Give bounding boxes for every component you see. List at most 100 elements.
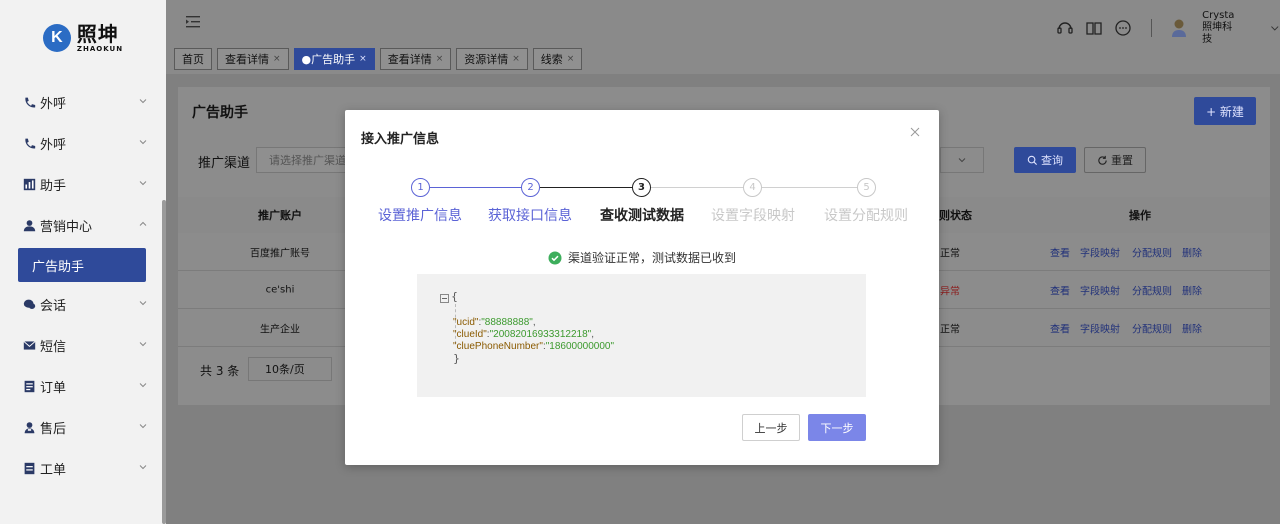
- step-4-circle: 4: [743, 178, 762, 197]
- assign-rule-link[interactable]: 分配规则: [1132, 286, 1172, 297]
- account-cell: 生产企业: [260, 324, 300, 335]
- prev-step-button[interactable]: 上一步: [742, 414, 800, 441]
- brand-logo: K 照坤 ZHAOKUN: [0, 0, 166, 76]
- sidebar-item-ad-assistant[interactable]: 广告助手: [18, 248, 146, 282]
- step-4-label: 设置字段映射: [711, 208, 795, 224]
- tab-home[interactable]: 首页: [174, 48, 212, 70]
- chevron-down-icon: [139, 383, 147, 388]
- chevron-down-icon: [139, 301, 147, 306]
- json-line: "ucid":"88888888",: [453, 317, 536, 328]
- tab-view-details-1[interactable]: 查看详情×: [217, 48, 289, 70]
- close-icon[interactable]: [909, 126, 921, 138]
- assign-rule-link[interactable]: 分配规则: [1132, 248, 1172, 259]
- message-icon[interactable]: [1112, 17, 1133, 39]
- assign-rule-link[interactable]: 分配规则: [1132, 324, 1172, 335]
- header-actions: Crysta 照坤科技: [1054, 10, 1280, 46]
- chat-icon: [22, 298, 36, 312]
- sidebar-item-label: 外呼: [40, 97, 67, 112]
- steps: 1 2 3 4 5 设置推广信息 获取接口信息 查收测试数据 设置字段映射 设置…: [345, 178, 939, 228]
- sidebar-item-marketing[interactable]: 营销中心: [0, 205, 166, 246]
- col-ops: 操作: [1129, 209, 1151, 222]
- field-mapping-link[interactable]: 字段映射: [1080, 248, 1120, 259]
- sidebar-item-assistant[interactable]: 助手: [0, 164, 166, 205]
- user-info[interactable]: Crysta 照坤科技: [1202, 10, 1240, 46]
- tab-close-icon[interactable]: ×: [512, 54, 520, 64]
- delete-link[interactable]: 删除: [1182, 286, 1202, 297]
- verify-message: 渠道验证正常，测试数据已收到: [345, 249, 939, 266]
- mail-icon: [22, 339, 36, 353]
- tab-resource-details[interactable]: 资源详情×: [456, 48, 528, 70]
- field-mapping-link[interactable]: 字段映射: [1080, 286, 1120, 297]
- sidebar-item-after-sales[interactable]: 售后: [0, 407, 166, 448]
- phone-icon: [22, 137, 36, 151]
- step-3-label: 查收测试数据: [600, 208, 684, 224]
- order-icon: [22, 380, 36, 394]
- sidebar: K 照坤 ZHAOKUN 外呼 外呼 助手 营销中心 广告助手: [0, 0, 166, 524]
- account-cell: 百度推广账号: [250, 248, 310, 259]
- logo-mark: K: [42, 24, 71, 52]
- chevron-down-icon: [139, 424, 147, 429]
- sidebar-item-sms[interactable]: 短信: [0, 325, 166, 366]
- header-divider: [1151, 19, 1153, 37]
- page-size-select[interactable]: 10条/页: [248, 357, 332, 381]
- col-account: 推广账户: [258, 209, 302, 222]
- view-link[interactable]: 查看: [1050, 286, 1070, 297]
- search-icon: [1027, 155, 1038, 165]
- step-connector: [540, 187, 641, 188]
- next-step-button[interactable]: 下一步: [808, 414, 866, 441]
- sidebar-item-label: 外呼: [40, 138, 67, 153]
- support-icon: [22, 421, 36, 435]
- sidebar-item-tickets[interactable]: 工单: [0, 448, 166, 489]
- sidebar-item-outbound-1[interactable]: 外呼: [0, 82, 166, 123]
- view-link[interactable]: 查看: [1050, 324, 1070, 335]
- new-button[interactable]: + 新建: [1194, 97, 1256, 125]
- check-circle-icon: [548, 251, 562, 264]
- query-button[interactable]: 查询: [1014, 147, 1076, 173]
- user-company: 照坤科技: [1202, 22, 1233, 45]
- menu-fold-icon[interactable]: [186, 16, 200, 28]
- chevron-down-icon: [958, 158, 966, 163]
- chart-icon: [22, 178, 36, 192]
- delete-link[interactable]: 删除: [1182, 324, 1202, 335]
- chevron-down-icon[interactable]: [1270, 23, 1280, 33]
- book-icon[interactable]: [1083, 17, 1104, 39]
- tab-close-icon[interactable]: ×: [566, 54, 575, 64]
- sidebar-item-label: 助手: [40, 179, 67, 194]
- user-name: Crysta: [1202, 10, 1235, 21]
- sidebar-item-outbound-2[interactable]: 外呼: [0, 123, 166, 164]
- reset-button[interactable]: 重置: [1084, 147, 1146, 173]
- view-link[interactable]: 查看: [1050, 248, 1070, 259]
- tab-view-details-2[interactable]: 查看详情×: [379, 48, 452, 70]
- tab-leads[interactable]: 线索×: [532, 48, 583, 70]
- step-connector: [430, 187, 530, 188]
- step-1-circle: 1: [411, 178, 430, 197]
- col-status: 规则状态: [928, 209, 972, 222]
- collapse-toggle-icon[interactable]: [440, 294, 449, 303]
- tab-ad-assistant[interactable]: ●广告助手×: [293, 48, 375, 70]
- sidebar-item-label: 售后: [40, 422, 67, 437]
- sidebar-item-orders[interactable]: 订单: [0, 366, 166, 407]
- sidebar-scrollbar[interactable]: [162, 200, 166, 524]
- page-title: 广告助手: [192, 105, 248, 121]
- json-indent-guide: [455, 304, 456, 344]
- field-mapping-link[interactable]: 字段映射: [1080, 324, 1120, 335]
- modal-title: 接入推广信息: [361, 132, 440, 147]
- logo-name-cn: 照坤: [76, 21, 119, 46]
- tab-close-icon[interactable]: ×: [273, 54, 281, 64]
- avatar[interactable]: [1170, 17, 1188, 39]
- channel-select-placeholder: 请选择推广渠道: [269, 154, 346, 167]
- tab-close-icon[interactable]: ×: [435, 54, 444, 64]
- sidebar-item-label: 营销中心: [40, 220, 93, 235]
- step-3-circle: 3: [632, 178, 651, 197]
- test-data-json: { "ucid":"88888888", "clueId":"200820169…: [417, 274, 866, 397]
- step-connector: [762, 187, 862, 188]
- status-select[interactable]: [940, 147, 984, 173]
- page-tabs: 首页 查看详情× ●广告助手× 查看详情× 资源详情× 线索×: [166, 44, 1280, 74]
- sidebar-item-conversation[interactable]: 会话: [0, 284, 166, 325]
- tab-close-icon[interactable]: ×: [359, 54, 367, 64]
- delete-link[interactable]: 删除: [1182, 248, 1202, 259]
- status-cell: 正常: [940, 248, 960, 259]
- refresh-icon: [1098, 155, 1107, 165]
- headset-icon[interactable]: [1054, 17, 1075, 39]
- sidebar-item-label: 工单: [40, 463, 67, 478]
